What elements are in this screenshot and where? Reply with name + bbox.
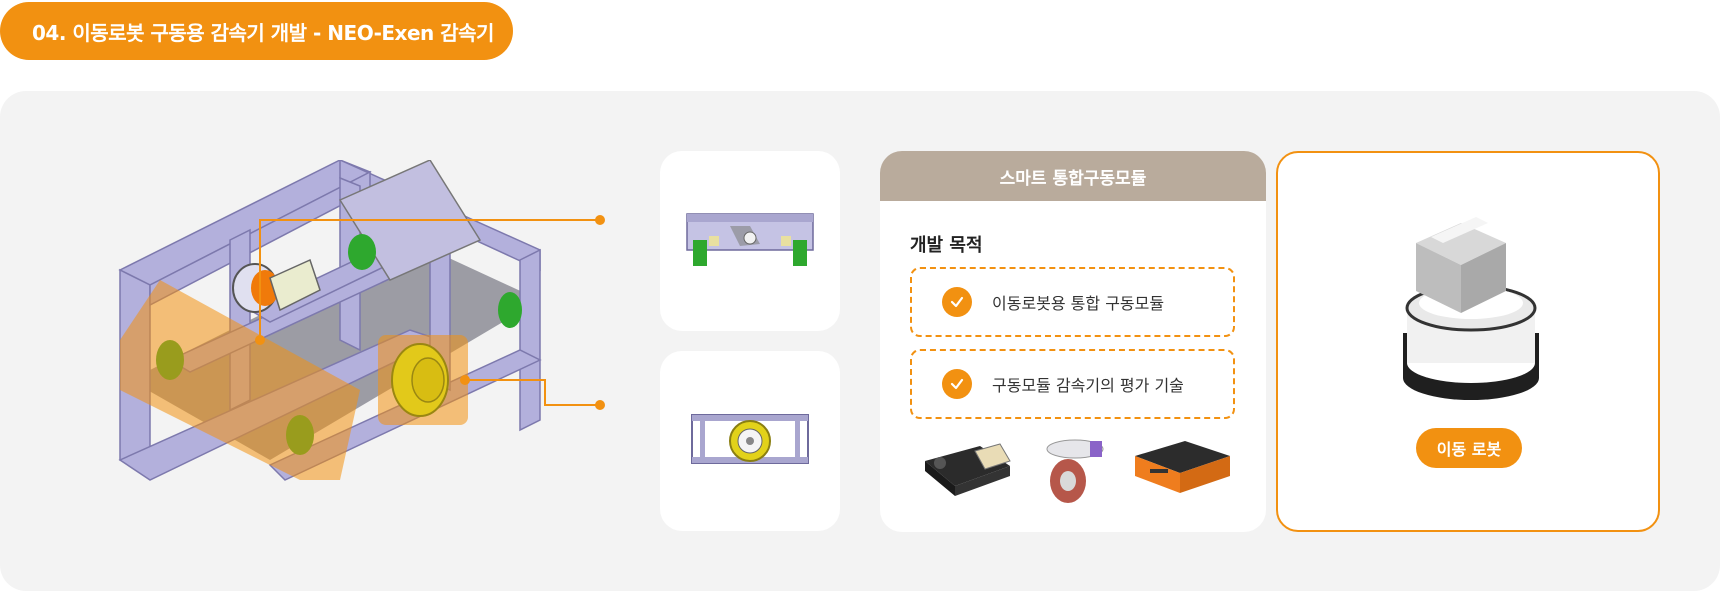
check-icon [942, 287, 972, 317]
smart-module-card: 스마트 통합구동모듈 개발 목적 이동로봇용 통합 구동모듈 구동모듈 감속기의… [880, 151, 1266, 532]
mobile-robot-card: 이동 로봇 [1276, 151, 1660, 532]
section-title: 04. 이동로봇 구동용 감속기 개발 - NEO-Exen 감속기 [0, 2, 513, 60]
purpose-item-text: 이동로봇용 통합 구동모듈 [992, 294, 1165, 313]
mobile-robot-image [1135, 441, 1230, 493]
purpose-item: 구동모듈 감속기의 평가 기술 [910, 349, 1235, 419]
frame-front-view-image [691, 414, 809, 464]
purpose-item-text: 구동모듈 감속기의 평가 기술 [992, 376, 1184, 395]
module-card-header: 스마트 통합구동모듈 [880, 151, 1266, 201]
thumbnail-gearbox-view [660, 151, 840, 331]
purpose-label: 개발 목적 [910, 235, 983, 256]
box-icon [1416, 217, 1506, 313]
thumbnail-drive-wheel-view [660, 351, 840, 531]
frame-side-view-image [686, 213, 814, 266]
purpose-item: 이동로봇용 통합 구동모듈 [910, 267, 1235, 337]
wheel-drive-image [1046, 439, 1104, 503]
robot-frame-illustration [118, 160, 605, 481]
drive-module-image [925, 443, 1011, 496]
mobile-robot-image [1403, 217, 1539, 400]
check-icon [942, 369, 972, 399]
mobile-robot-label: 이동 로봇 [1416, 428, 1522, 468]
product-images [925, 439, 1230, 503]
